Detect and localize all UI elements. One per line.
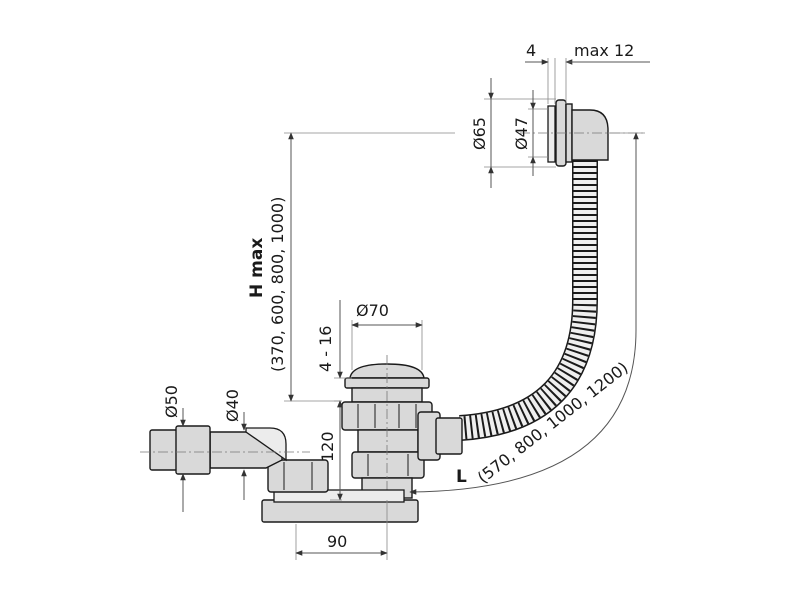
label-h-values: (370, 600, 800, 1000)	[268, 197, 287, 372]
trap-base	[140, 425, 419, 523]
label-dim-4: 4	[526, 41, 536, 60]
label-d70: Ø70	[356, 301, 389, 320]
label-dim-max12: max 12	[574, 41, 634, 60]
label-l: L	[456, 467, 467, 487]
dim-h-max: H max (370, 600, 800, 1000)	[247, 132, 455, 402]
dim-120: 120	[318, 400, 343, 501]
valve-body	[357, 429, 419, 453]
dim-d50: Ø50	[162, 385, 186, 512]
trap-bottom	[261, 499, 419, 523]
label-dim-90: 90	[327, 532, 347, 551]
dim-90: 90	[295, 500, 388, 560]
flexible-hose	[458, 160, 598, 441]
dim-overflow-thickness: 4 max 12	[525, 41, 650, 104]
label-d50: Ø50	[162, 385, 181, 418]
waste-valve	[341, 355, 463, 500]
label-d40: Ø40	[223, 389, 242, 422]
label-d65: Ø65	[470, 117, 489, 150]
label-dim-120: 120	[318, 431, 337, 462]
label-h-max: H max	[247, 238, 267, 298]
outlet-nut	[267, 459, 329, 493]
label-d47: Ø47	[512, 117, 531, 150]
label-dim-4-16: 4 - 16	[316, 326, 335, 372]
overflow-gasket-outer	[547, 105, 556, 163]
dim-d40: Ø40	[223, 389, 247, 500]
overflow-elbow	[571, 109, 609, 161]
